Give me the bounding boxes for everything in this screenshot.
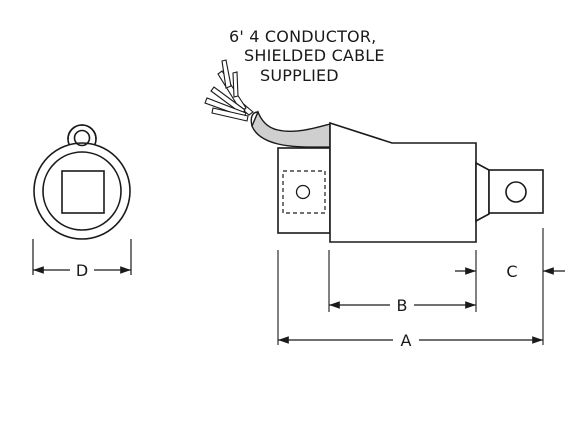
extension-lines <box>277 228 544 345</box>
eye-tab-hole <box>505 181 527 203</box>
sensor-neck <box>475 161 490 223</box>
cable <box>250 110 331 148</box>
cable-note: 6' 4 CONDUCTOR, SHIELDED CABLE SUPPLIED <box>229 27 385 85</box>
end-view-inner-circle <box>42 151 122 231</box>
rear-hole <box>295 184 311 200</box>
end-view-outer-circle <box>33 142 131 240</box>
end-view-square-core <box>61 170 105 214</box>
dimension-c-label: C <box>506 262 517 281</box>
dimension-a-label: A <box>401 331 412 350</box>
cable-conductor-ends <box>204 59 254 122</box>
dimension-d-label: D <box>76 261 88 280</box>
cable-note-line-3: SUPPLIED <box>260 66 339 85</box>
hidden-square-outline <box>282 170 326 214</box>
sensor-rear-section <box>277 147 331 234</box>
dimension-d <box>32 239 132 275</box>
cable-note-line-2: SHIELDED CABLE <box>244 46 385 65</box>
end-view-tab-hole <box>73 129 91 147</box>
sensor-main-body <box>329 121 477 243</box>
end-view <box>33 124 131 240</box>
sensor-eye-tab <box>488 169 544 214</box>
dimension-b-label: B <box>397 296 408 315</box>
cable-note-line-1: 6' 4 CONDUCTOR, <box>229 27 376 46</box>
